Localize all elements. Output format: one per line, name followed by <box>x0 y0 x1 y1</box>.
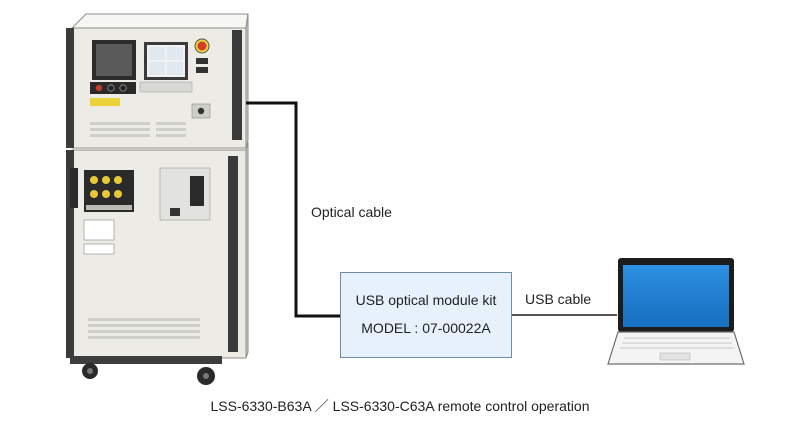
laptop-illustration <box>607 258 745 365</box>
upper-cabinet <box>66 13 249 149</box>
lower-cabinet <box>66 141 249 385</box>
diagram-caption: LSS-6330-B63A ／ LSS-6330-C63A remote con… <box>210 398 590 414</box>
optical-cable <box>246 101 340 318</box>
module-name: USB optical module kit <box>355 292 497 308</box>
module-model-number: MODEL : 07-00022A <box>361 320 491 336</box>
usb-optical-module-box: USB optical module kit MODEL : 07-00022A <box>340 272 512 358</box>
power-supply-unit <box>66 13 249 385</box>
usb-cable-label: USB cable <box>525 291 592 307</box>
optical-cable-label: Optical cable <box>311 204 392 220</box>
